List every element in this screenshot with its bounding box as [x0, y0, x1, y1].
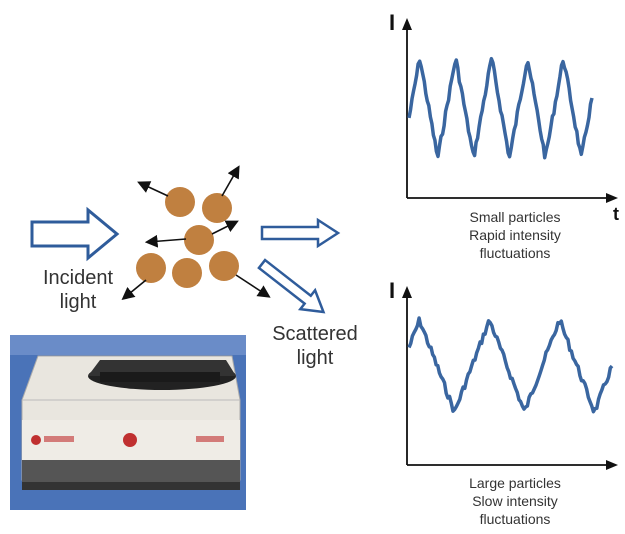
graph-large-y-label: I — [389, 278, 396, 303]
scattered-light-label: Scattered light — [260, 322, 370, 370]
large-caption-line3: fluctuations — [479, 511, 551, 527]
graph-large-caption: Large particles Slow intensity fluctuati… — [440, 474, 590, 528]
large-caption-line1: Large particles — [469, 475, 561, 491]
scatter-arrow-icon — [211, 220, 239, 235]
scatter-arrows — [121, 165, 271, 301]
instrument-photo-icon — [10, 335, 246, 510]
scatter-arrow-icon — [121, 279, 147, 301]
small-caption-line3: fluctuations — [479, 245, 551, 261]
graph-small-caption: Small particles Rapid intensity fluctuat… — [440, 208, 590, 262]
scatter-arrow-icon — [221, 165, 240, 197]
incident-label-line1: Incident — [42, 267, 114, 289]
small-caption-line1: Small particles — [469, 209, 561, 225]
graph-small-trace — [407, 56, 594, 160]
scattered-arrow-lower — [257, 258, 326, 314]
graph-large-trace — [407, 316, 614, 414]
graph-large-axes — [402, 286, 618, 470]
scatter-arrow-icon — [144, 234, 187, 248]
graph-small-x-label: t — [613, 204, 619, 224]
incident-light-label: Incident light — [28, 266, 128, 314]
scattered-label-line1: Scattered — [272, 323, 358, 345]
particle-cluster-icon — [136, 187, 239, 288]
scattered-label-line2: light — [296, 347, 334, 369]
small-caption-line2: Rapid intensity — [469, 227, 561, 243]
large-caption-line2: Slow intensity — [472, 493, 558, 509]
graph-small-axes — [402, 18, 618, 203]
scatter-arrow-icon — [137, 181, 169, 197]
incident-light-arrow — [30, 206, 120, 262]
scatter-arrow-icon — [235, 274, 271, 298]
graph-small-y-label: I — [389, 10, 396, 35]
scattered-arrow-upper — [260, 217, 341, 249]
incident-label-line2: light — [59, 291, 97, 313]
